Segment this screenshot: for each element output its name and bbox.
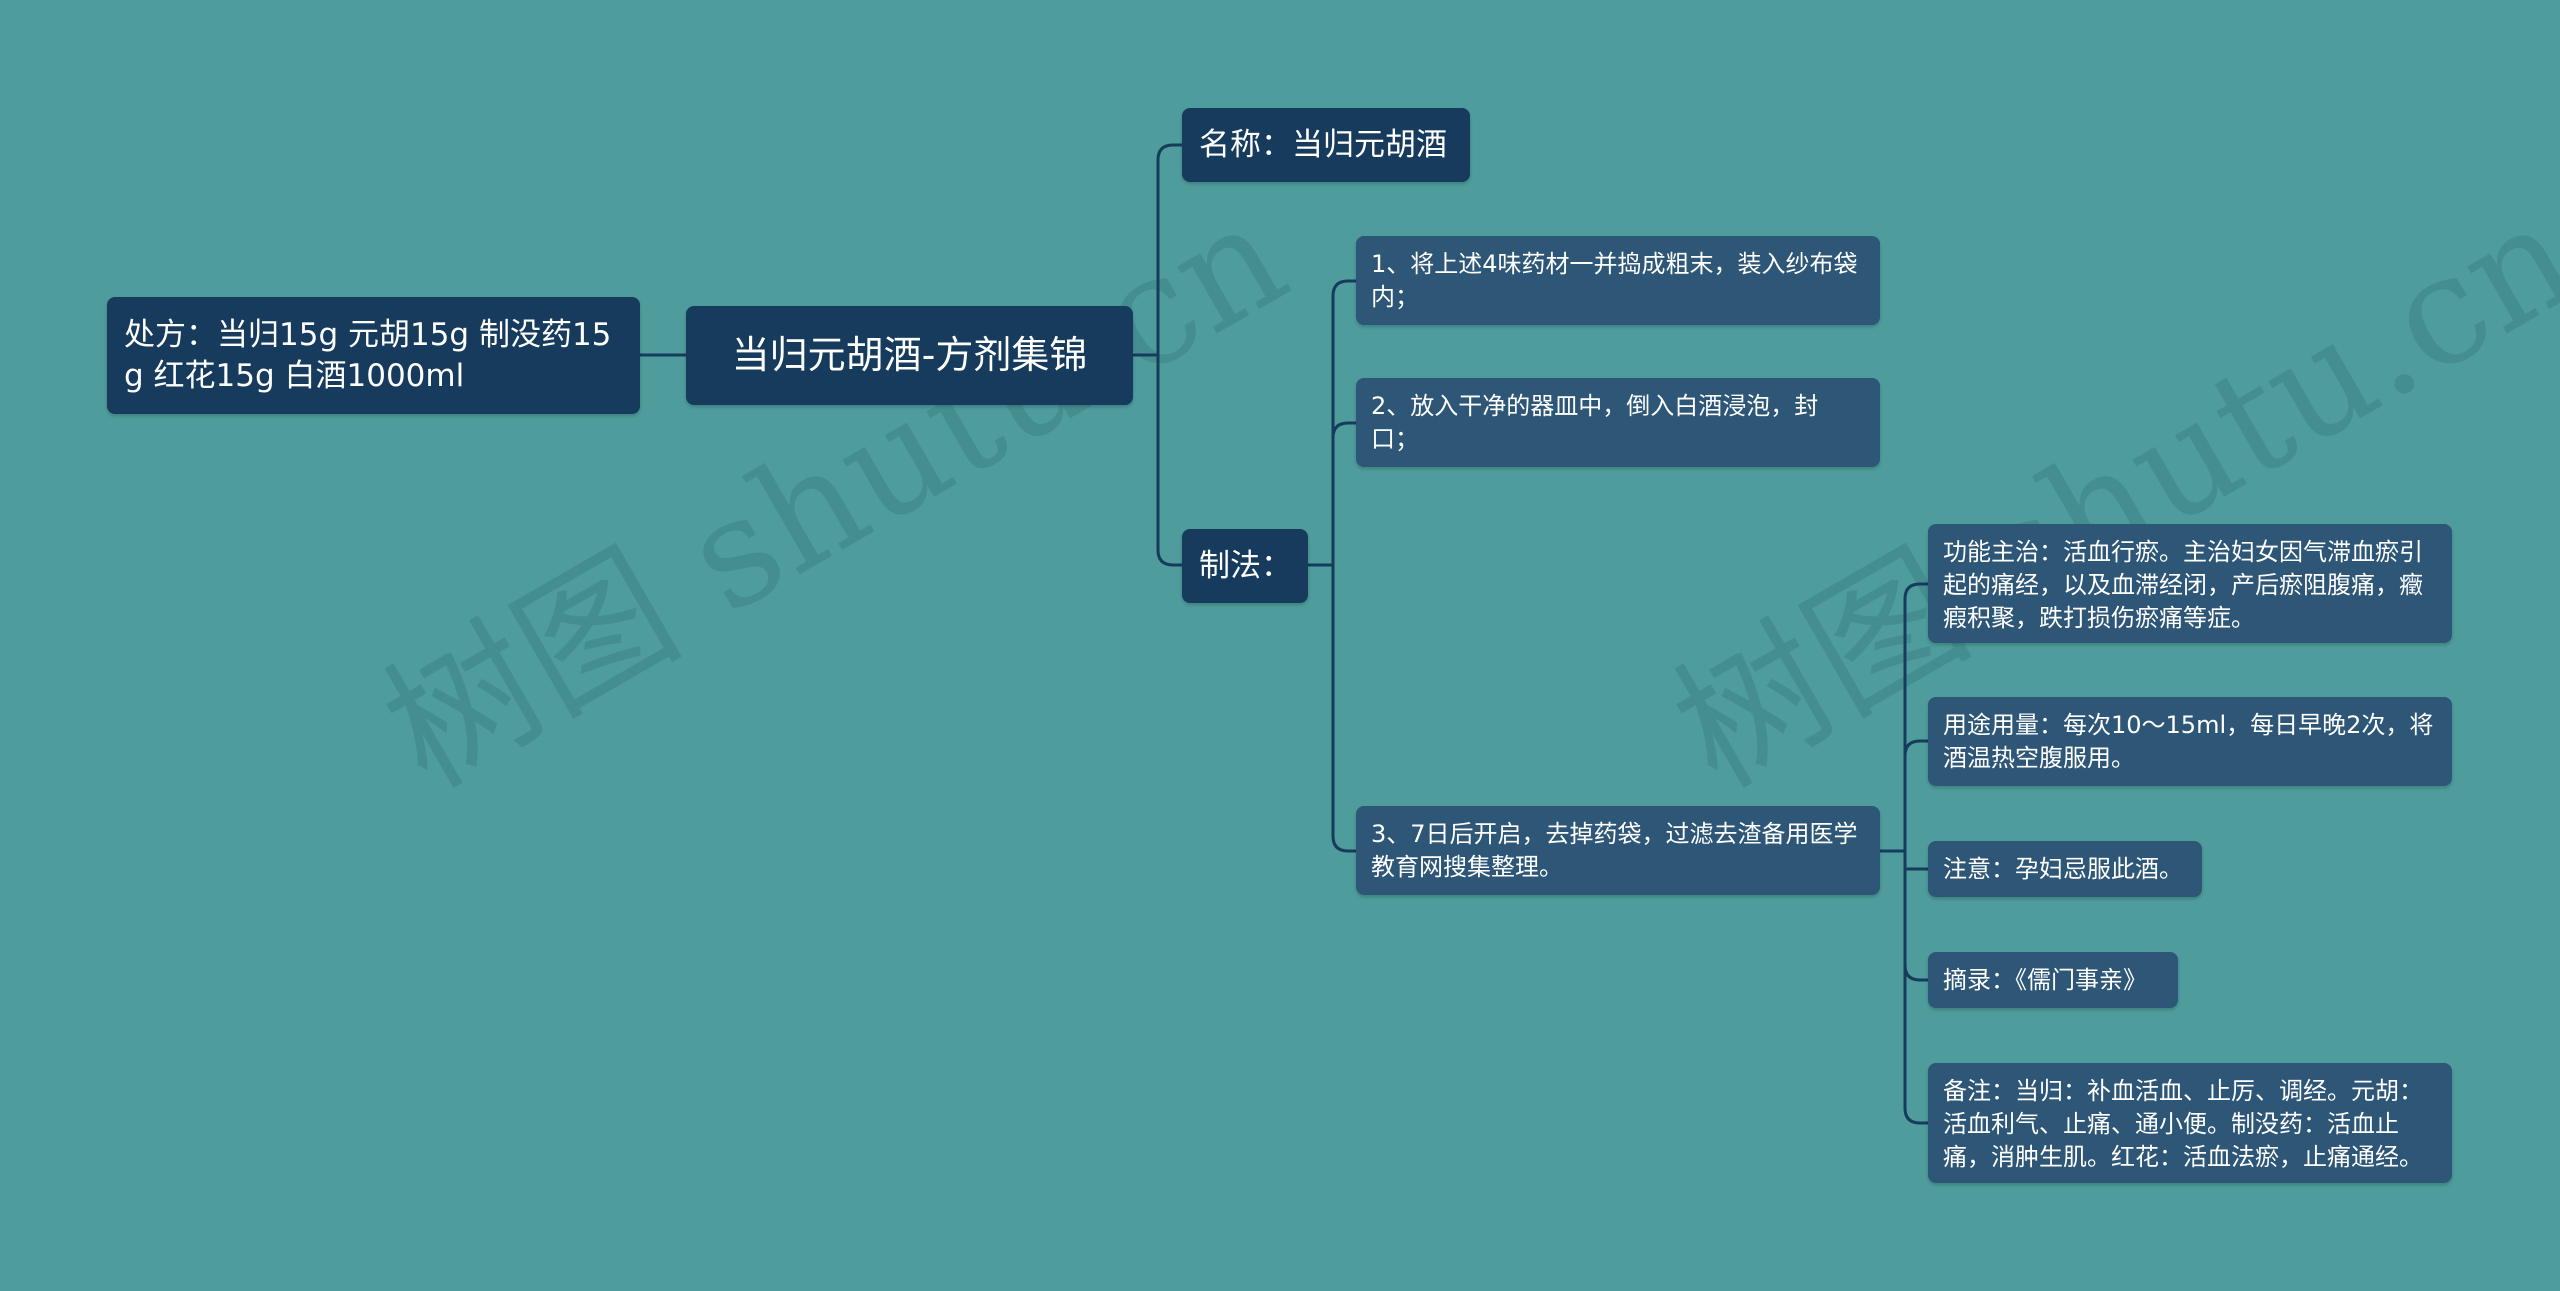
step-node-label: 2、放入干净的器皿中，倒入白酒浸泡，封口； (1371, 392, 1819, 454)
detail-node-label: 用途用量：每次10～15ml，每日早晚2次，将酒温热空腹服用。 (1943, 711, 2434, 773)
connector-method-step3 (1331, 563, 1358, 853)
prescription-node[interactable]: 处方：当归15g 元胡15g 制没药15g 红花15g 白酒1000ml (107, 297, 640, 414)
method-node-label: 制法： (1199, 547, 1292, 584)
detail-node-function[interactable]: 功能主治：活血行瘀。主治妇女因气滞血瘀引起的痛经，以及血滞经闭，产后瘀阻腹痛，癥… (1928, 524, 2452, 643)
connector-step3-detail1 (1903, 582, 1930, 853)
step-node-3[interactable]: 3、7日后开启，去掉药袋，过滤去渣备用医学教育网搜集整理。 (1356, 806, 1880, 895)
connector-step3-detail2 (1903, 739, 1930, 853)
detail-node-usage[interactable]: 用途用量：每次10～15ml，每日早晚2次，将酒温热空腹服用。 (1928, 697, 2452, 786)
connector-trunk-name (1156, 143, 1184, 357)
method-node[interactable]: 制法： (1182, 529, 1308, 603)
connector-trunk-method (1156, 353, 1184, 567)
root-node-label: 当归元胡酒-方剂集锦 (731, 332, 1088, 377)
step-node-label: 1、将上述4味药材一并捣成粗末，装入纱布袋内； (1371, 250, 1858, 312)
root-node[interactable]: 当归元胡酒-方剂集锦 (686, 306, 1133, 405)
step-node-label: 3、7日后开启，去掉药袋，过滤去渣备用医学教育网搜集整理。 (1371, 820, 1858, 882)
detail-node-label: 功能主治：活血行瘀。主治妇女因气滞血瘀引起的痛经，以及血滞经闭，产后瘀阻腹痛，癥… (1943, 538, 2423, 633)
connector-step3-detail5 (1903, 849, 1930, 1125)
name-node-label: 名称：当归元胡酒 (1199, 126, 1447, 163)
step-node-1[interactable]: 1、将上述4味药材一并捣成粗末，装入纱布袋内； (1356, 236, 1880, 325)
detail-node-label: 注意：孕妇忌服此酒。 (1943, 855, 2183, 883)
detail-node-source[interactable]: 摘录：《儒门事亲》 (1928, 952, 2178, 1008)
detail-node-label: 摘录：《儒门事亲》 (1943, 966, 2147, 994)
name-node[interactable]: 名称：当归元胡酒 (1182, 108, 1470, 182)
connector-method-step1 (1331, 279, 1358, 567)
connector-method-step2 (1331, 421, 1358, 567)
detail-node-caution[interactable]: 注意：孕妇忌服此酒。 (1928, 841, 2202, 897)
prescription-node-label: 处方：当归15g 元胡15g 制没药15g 红花15g 白酒1000ml (124, 317, 612, 394)
step-node-2[interactable]: 2、放入干净的器皿中，倒入白酒浸泡，封口； (1356, 378, 1880, 467)
detail-node-notes[interactable]: 备注：当归：补血活血、止厉、调经。元胡：活血利气、止痛、通小便。制没药：活血止痛… (1928, 1063, 2452, 1183)
detail-node-label: 备注：当归：补血活血、止厉、调经。元胡：活血利气、止痛、通小便。制没药：活血止痛… (1943, 1077, 2423, 1172)
